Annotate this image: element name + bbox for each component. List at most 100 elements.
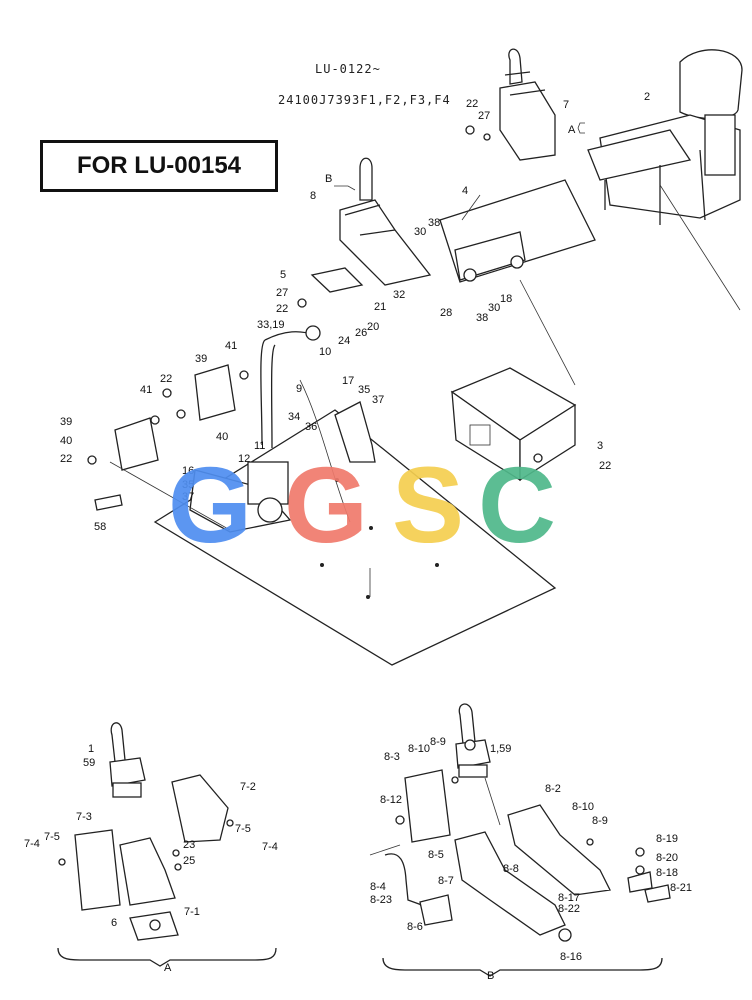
part-callout-label: 30 [488, 302, 500, 314]
part-callout-label: 23 [183, 839, 195, 851]
cover-7-3 [74, 829, 121, 911]
part-callout-label: G [168, 444, 252, 565]
part-callout-label: 41 [225, 340, 237, 352]
part-callout-label: 12 [238, 453, 250, 465]
part-callout-label: 39 [60, 416, 72, 428]
part-callout-label: S [392, 444, 464, 565]
part-callout-label: 8-6 [407, 921, 423, 933]
part-callout-label: 41 [140, 384, 152, 396]
part-callout-label: 35 [358, 384, 370, 396]
part-callout-label: 8-4 [370, 881, 386, 893]
part-callout-label: B [325, 173, 332, 185]
bracket-17 [334, 401, 376, 463]
part-callout-label: B [487, 970, 494, 982]
part-callout-label: 24 [338, 335, 350, 347]
part-callout-label: G [284, 444, 368, 565]
part-callout-label: 22 [599, 460, 611, 472]
part-callout-label: 5 [280, 269, 286, 281]
part-callout-label: 7-5 [44, 831, 60, 843]
plate-5 [310, 267, 364, 293]
part-callout-label: 1,59 [490, 743, 511, 755]
part-callout-label: A [568, 124, 576, 136]
console-icon [339, 157, 432, 286]
part-callout-label: 21 [374, 301, 386, 313]
part-callout-label: 20 [367, 321, 379, 333]
part-callout-label: 27 [276, 287, 288, 299]
lever-icon [260, 325, 321, 449]
part-callout-label: 22 [60, 453, 72, 465]
part-callout-label: 8-9 [592, 815, 608, 827]
part-callout-label: 8-5 [428, 849, 444, 861]
part-callout-label: 8-17 [558, 892, 580, 904]
bolt-icon [87, 125, 543, 465]
part-callout-label: A [164, 962, 172, 974]
part-callout-label: 8-2 [545, 783, 561, 795]
bracket-8-1 [454, 831, 566, 936]
part-callout-label: 8-3 [384, 751, 400, 763]
part-callout-label: 11 [254, 440, 265, 452]
serial-number-text: LU-0122~ [315, 62, 381, 76]
part-callout-label: 8-19 [656, 833, 678, 845]
bracket-58 [94, 494, 123, 511]
console-icon [499, 48, 556, 161]
part-callout-label: 8-10 [408, 743, 430, 755]
part-callout-label: 32 [393, 289, 405, 301]
detail-group-b: 8-9 8-3 8-10 1,59 8-2 8-12 8-10 8-9 8-5 … [369, 703, 692, 982]
part-callout-label: 58 [94, 521, 106, 533]
ggsc-watermark: G G S C [168, 444, 556, 565]
part-callout-label: 22 [466, 98, 478, 110]
part-callout-label: 59 [83, 757, 95, 769]
part-callout-label: 40 [60, 435, 72, 447]
part-callout-label: 9 [296, 383, 302, 395]
part-callout-label: 18 [500, 293, 512, 305]
part-callout-label: 2 [644, 91, 650, 103]
detail-group-a: 1 59 7-2 7-3 7-5 7-4 7-5 7-4 23 25 7-1 6… [24, 722, 278, 974]
part-callout-label: 7-4 [24, 838, 40, 850]
part-callout-label: 7 [563, 99, 569, 111]
part-callout-label: 8-16 [560, 951, 582, 963]
part-callout-label: 26 [355, 327, 367, 339]
part-callout-label: 22 [160, 373, 172, 385]
part-callout-label: 33,19 [257, 319, 285, 331]
part-callout-label: 3 [597, 440, 603, 452]
cover-8-3 [404, 769, 451, 843]
joystick-icon [455, 703, 491, 778]
part-callout-label: C [478, 444, 556, 565]
cover-8-2 [507, 804, 611, 896]
part-callout-label: 8-10 [572, 801, 594, 813]
for-lu-label-box: FOR LU-00154 [40, 140, 278, 192]
part-callout-label: 7-2 [240, 781, 256, 793]
part-callout-label: 38 [428, 217, 440, 229]
part-callout-label: 8-18 [656, 867, 678, 879]
part-callout-label: 7-5 [235, 823, 251, 835]
part-callout-label: 8 [310, 190, 316, 202]
part-callout-label: 8-8 [503, 863, 519, 875]
part-callout-label: 34 [288, 411, 300, 423]
bracket-icon [439, 179, 596, 386]
part-callout-label: 8-22 [558, 903, 580, 915]
part-callout-label: 22 [276, 303, 288, 315]
part-callout-label: 8-21 [670, 882, 692, 894]
part-callout-label: 10 [319, 346, 331, 358]
part-callout-label: 4 [462, 185, 468, 197]
valve-assembly [189, 461, 292, 533]
part-callout-label: 25 [183, 855, 195, 867]
part-callout-label: 7-1 [184, 906, 200, 918]
part-callout-label: 8-9 [430, 736, 446, 748]
cover-7-2 [171, 774, 229, 843]
part-callout-label: 7-4 [262, 841, 278, 853]
part-callout-label: 6 [111, 917, 117, 929]
joystick-icon [109, 722, 146, 798]
part-callout-label: 8-23 [370, 894, 392, 906]
part-callout-label: 36 [305, 421, 317, 433]
part-callout-label: 28 [440, 307, 452, 319]
part-callout-label: 8-20 [656, 852, 678, 864]
part-callout-label: 17 [342, 375, 354, 387]
main-callouts: 2 7 22 27 A B 8 4 38 30 5 21 18 27 22 32… [60, 91, 650, 533]
part-callout-label: 16 [182, 465, 194, 477]
part-callout-label: 1 [88, 743, 94, 755]
cover-3 [450, 367, 577, 482]
part-callout-label: 38 [476, 312, 488, 324]
bracket-7-1 [119, 837, 176, 906]
